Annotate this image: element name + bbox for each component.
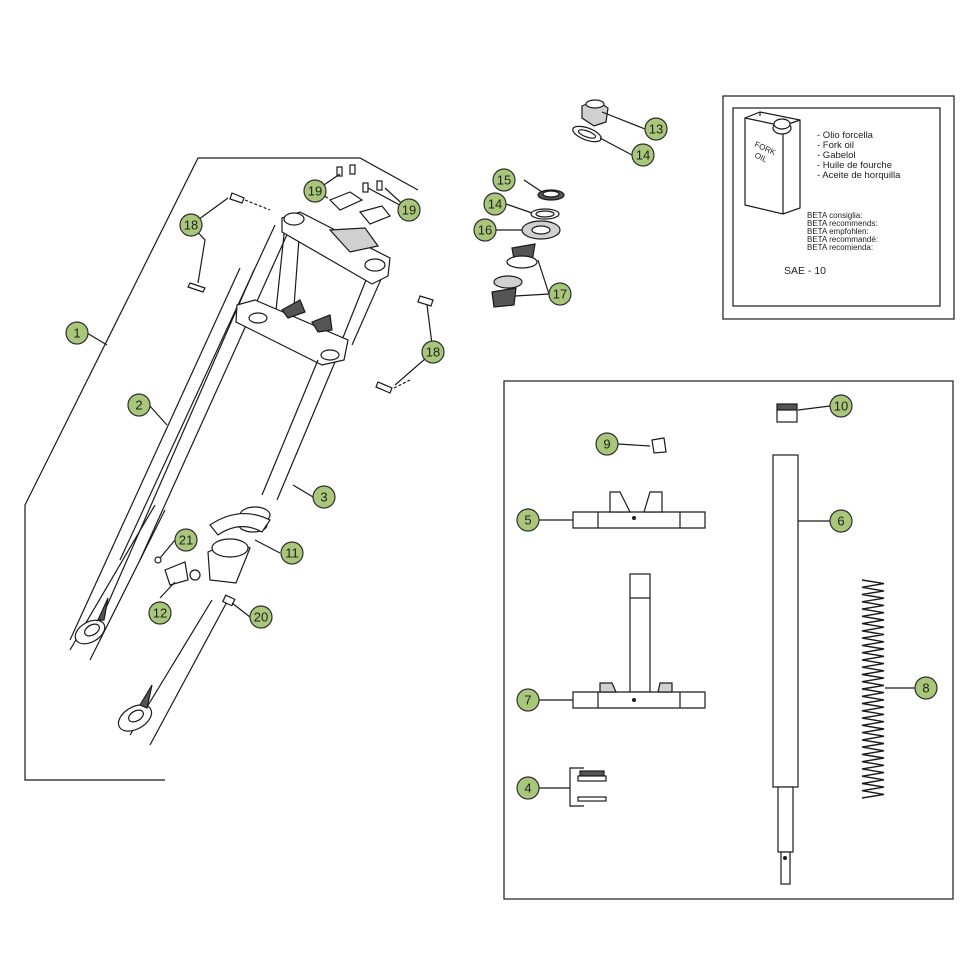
callout-21: 21 [174, 528, 198, 552]
svg-text:18: 18 [426, 345, 440, 360]
oil-name-it: - Olio forcella [817, 130, 874, 141]
svg-text:9: 9 [603, 437, 610, 452]
svg-text:20: 20 [254, 610, 268, 625]
svg-text:3: 3 [320, 490, 327, 505]
svg-text:6: 6 [837, 514, 844, 529]
svg-text:11: 11 [285, 546, 299, 561]
spare-parts-box [503, 380, 954, 900]
callout-3: 3 [312, 485, 336, 509]
bolts-18 [187, 192, 434, 394]
oil-name-de: - Gabelol [817, 150, 856, 161]
callout-19-left: 19 [303, 179, 327, 203]
right-fork-leg [117, 224, 291, 746]
callout-12: 12 [148, 601, 172, 625]
lower-clamp-parts [154, 512, 271, 607]
svg-text:8: 8 [922, 681, 929, 696]
recommend-es: BETA recomienda: [807, 243, 873, 252]
callout-1: 1 [65, 321, 89, 345]
svg-text:19: 19 [402, 203, 416, 218]
callout-18-left: 18 [179, 213, 203, 237]
svg-text:13: 13 [649, 122, 663, 137]
svg-text:21: 21 [179, 533, 193, 548]
svg-text:14: 14 [488, 197, 502, 212]
svg-text:5: 5 [524, 513, 531, 528]
svg-text:12: 12 [153, 606, 167, 621]
handlebar-clamp-19 [328, 164, 391, 225]
svg-text:2: 2 [135, 398, 142, 413]
callout-17: 17 [548, 282, 572, 306]
callout-5: 5 [516, 508, 540, 532]
callout-20: 20 [249, 605, 273, 629]
callout-7: 7 [516, 688, 540, 712]
callout-15: 15 [492, 168, 516, 192]
svg-text:18: 18 [184, 218, 198, 233]
svg-text:19: 19 [308, 184, 322, 199]
oil-name-es: - Aceite de horquilla [817, 170, 901, 181]
svg-text:16: 16 [478, 223, 492, 238]
recommend-it: BETA consiglia: [807, 211, 862, 220]
callout-10: 10 [829, 394, 853, 418]
callout-14-upper: 14 [631, 143, 655, 167]
svg-text:17: 17 [553, 287, 567, 302]
oil-name-en: - Fork oil [817, 140, 854, 151]
callout-18-right: 18 [421, 340, 445, 364]
spring-coils [861, 579, 885, 799]
callout-19-right: 19 [397, 198, 421, 222]
fork-oil-info-box: FORK OIL - Olio forcella - Fork oil - Ga… [722, 95, 955, 320]
svg-text:7: 7 [524, 693, 531, 708]
callout-16: 16 [473, 218, 497, 242]
callout-4: 4 [516, 776, 540, 800]
callout-14-lower: 14 [483, 192, 507, 216]
recommend-en: BETA recommends: [807, 219, 878, 228]
callout-9: 9 [595, 432, 619, 456]
callout-2: 2 [127, 393, 151, 417]
svg-text:15: 15 [497, 173, 511, 188]
callout-13: 13 [644, 117, 668, 141]
svg-text:14: 14 [636, 148, 650, 163]
callout-8: 8 [914, 676, 938, 700]
assembly-bracket-outline [24, 157, 419, 781]
svg-text:10: 10 [834, 399, 848, 414]
recommend-fr: BETA recommandé: [807, 235, 878, 244]
callout-11: 11 [280, 541, 304, 565]
oil-name-fr: - Huile de fourche [817, 160, 892, 171]
triple-clamp-assembly [235, 211, 391, 533]
callout-6: 6 [829, 509, 853, 533]
svg-text:1: 1 [73, 326, 80, 341]
spring-coil-path [861, 579, 885, 799]
leader-lines [86, 111, 915, 789]
recommend-de: BETA empfohlen: [807, 227, 869, 236]
oil-grade: SAE - 10 [784, 265, 826, 277]
svg-text:4: 4 [524, 781, 531, 796]
left-fork-leg [69, 267, 255, 661]
steering-bearing-parts [491, 99, 609, 308]
